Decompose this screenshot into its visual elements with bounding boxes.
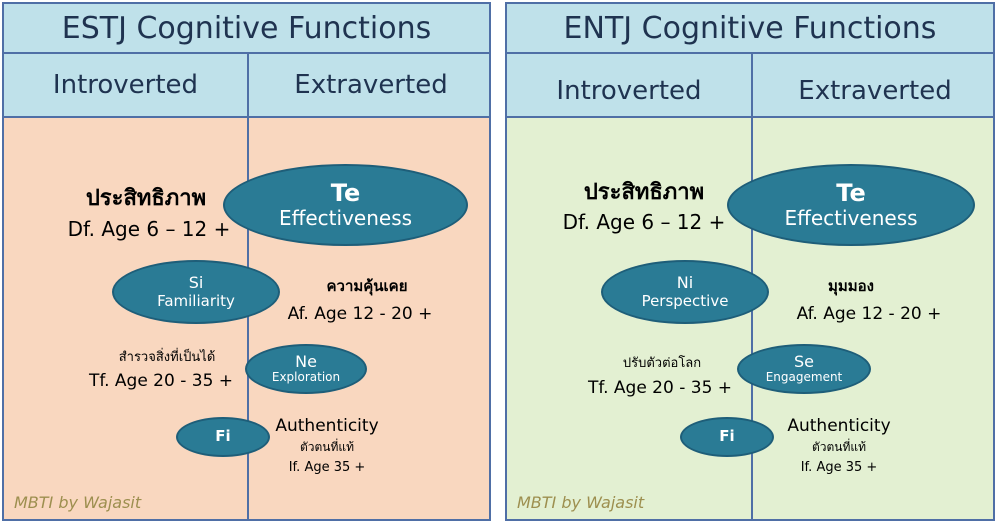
entj-auxiliary-age: Af. Age 12 - 20 +: [796, 304, 942, 324]
entj-title: ENTJ Cognitive Functions: [507, 4, 993, 54]
entj-dominant-age: Df. Age 6 – 12 +: [562, 210, 726, 234]
estj-tertiary-thai: สำรวจสิ่งที่เป็นได้: [118, 350, 216, 365]
estj-si-name: Familiarity: [157, 291, 235, 310]
entj-fi-ellipse: Fi: [680, 417, 774, 457]
entj-header-divider: [507, 116, 993, 118]
entj-ni-name: Perspective: [641, 291, 729, 310]
entj-extraverted-header: Extraverted: [753, 54, 993, 116]
estj-inferior-thai: ตัวตนที่แท้: [299, 440, 355, 454]
estj-tertiary-age: Tf. Age 20 - 35 +: [88, 371, 234, 391]
entj-ni-ellipse: Ni Perspective: [601, 260, 769, 324]
entj-inferior-thai: ตัวตนที่แท้: [811, 440, 867, 454]
entj-fi-code: Fi: [719, 427, 735, 446]
estj-auxiliary-thai: ความคุ้นเคย: [326, 277, 408, 295]
entj-se-ellipse: Se Engagement: [737, 344, 871, 394]
entj-se-name: Engagement: [765, 370, 843, 385]
entj-introverted-header: Introverted: [507, 54, 751, 116]
estj-dominant-thai: ประสิทธิภาพ: [85, 186, 207, 211]
entj-auxiliary-thai: มุมมอง: [828, 277, 874, 295]
estj-auxiliary-age: Af. Age 12 - 20 +: [287, 304, 433, 324]
estj-dominant-age: Df. Age 6 – 12 +: [67, 217, 231, 241]
entj-se-code: Se: [794, 351, 814, 371]
estj-panel: ESTJ Cognitive Functions Introverted Ext…: [2, 2, 491, 521]
estj-te-ellipse: Te Effectiveness: [223, 164, 468, 246]
estj-introverted-header: Introverted: [4, 54, 247, 116]
entj-tertiary-age: Tf. Age 20 - 35 +: [587, 378, 733, 398]
entj-te-ellipse: Te Effectiveness: [727, 164, 975, 246]
entj-inferior-name: Authenticity: [787, 416, 891, 436]
estj-ne-ellipse: Ne Exploration: [245, 344, 367, 394]
estj-fi-code: Fi: [215, 427, 231, 446]
estj-fi-ellipse: Fi: [176, 417, 270, 457]
estj-ne-name: Exploration: [271, 370, 341, 385]
entj-signature: MBTI by Wajasit: [517, 493, 645, 512]
entj-te-name: Effectiveness: [784, 206, 918, 231]
estj-extraverted-header: Extraverted: [249, 54, 489, 116]
estj-inferior-name: Authenticity: [275, 416, 379, 436]
estj-signature: MBTI by Wajasit: [14, 493, 142, 512]
entj-dominant-thai: ประสิทธิภาพ: [583, 180, 705, 205]
entj-te-code: Te: [836, 178, 866, 207]
entj-inferior-age: If. Age 35 +: [800, 460, 878, 475]
entj-panel: ENTJ Cognitive Functions Introverted Ext…: [505, 2, 995, 521]
estj-si-code: Si: [188, 273, 204, 293]
estj-te-name: Effectiveness: [278, 206, 413, 231]
estj-si-ellipse: Si Familiarity: [112, 260, 280, 324]
estj-ne-code: Ne: [295, 351, 317, 371]
estj-title: ESTJ Cognitive Functions: [4, 4, 489, 54]
estj-te-code: Te: [330, 178, 361, 207]
estj-inferior-age: If. Age 35 +: [288, 460, 366, 475]
entj-ni-code: Ni: [676, 273, 694, 293]
entj-tertiary-thai: ปรับตัวต่อโลก: [622, 356, 702, 371]
estj-header-divider: [4, 116, 489, 118]
